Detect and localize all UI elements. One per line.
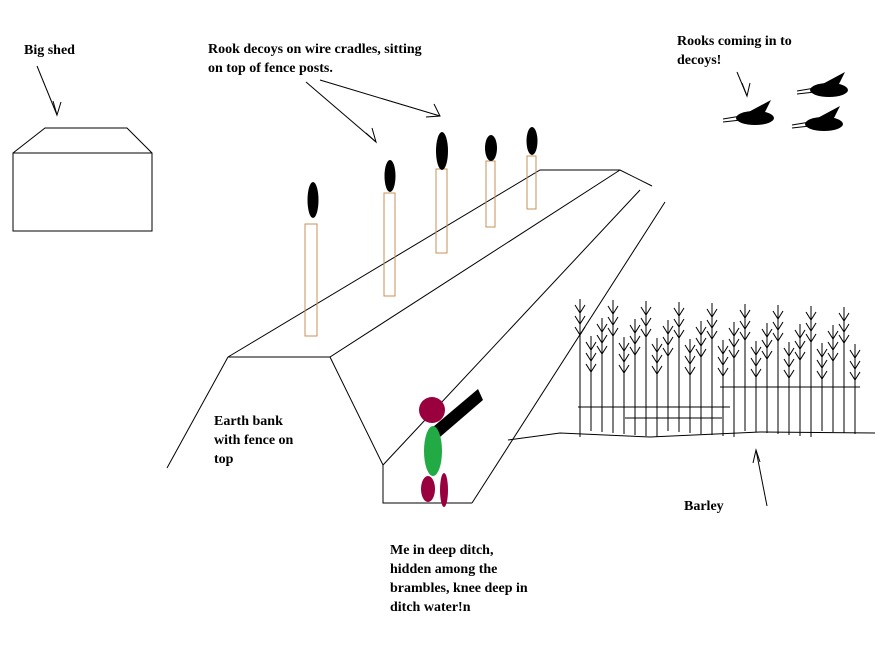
person-in-ditch bbox=[419, 389, 483, 507]
ditch-far-bank bbox=[471, 201, 666, 504]
barley-stalk-icon bbox=[673, 302, 685, 432]
fence-post-4 bbox=[485, 160, 496, 228]
barley-pointer-head bbox=[752, 448, 761, 464]
barley-stalk-icon bbox=[816, 343, 828, 431]
label-earth-bank: Earth bank with fence on top bbox=[214, 414, 294, 467]
barley-stalk-icon bbox=[596, 318, 608, 432]
barley-stalk-icon bbox=[574, 299, 586, 437]
fence-post-3 bbox=[435, 168, 448, 254]
fence-post-1 bbox=[304, 223, 318, 337]
rooks-pointer-head bbox=[741, 82, 751, 98]
fence-post-2 bbox=[383, 192, 396, 297]
rook-decoy-icon bbox=[384, 160, 396, 192]
barley-stalk-icon bbox=[794, 324, 806, 436]
barley-stalk-icon bbox=[706, 303, 718, 435]
barley-stalk-icon bbox=[805, 306, 817, 437]
shed-pointer-head bbox=[52, 100, 62, 117]
barley-stalks bbox=[574, 299, 861, 437]
bank-near-face bbox=[329, 356, 472, 504]
rook-decoy-icon bbox=[485, 135, 497, 161]
barley-stalk-icon bbox=[849, 344, 861, 434]
barley-stalk-icon bbox=[761, 323, 773, 433]
barley-stalk-icon bbox=[728, 322, 740, 437]
flying-rook-icon bbox=[791, 106, 843, 131]
barley-ground-line bbox=[507, 431, 876, 441]
barley-stalk-icon bbox=[739, 304, 751, 431]
shed-roof bbox=[12, 127, 153, 154]
flying-rooks bbox=[722, 72, 848, 131]
decoy-pointer-head-right bbox=[425, 103, 441, 118]
barley-stalk-icon bbox=[618, 337, 630, 434]
decoy-pointer-line-right bbox=[319, 79, 441, 117]
barley-stalk-icon bbox=[827, 325, 839, 432]
person-head bbox=[419, 397, 445, 423]
decoy-pointer-line-left bbox=[305, 81, 377, 143]
person-leg-left bbox=[421, 476, 435, 502]
barley-stalk-icon bbox=[651, 338, 663, 437]
barley-stalk-icon bbox=[684, 339, 696, 433]
person-body bbox=[424, 426, 442, 476]
barley-stalk-icon bbox=[629, 319, 641, 435]
flying-rook-icon bbox=[796, 72, 848, 97]
label-rook-decoys: Rook decoys on wire cradles, sitting on … bbox=[208, 42, 422, 76]
flying-rook-icon bbox=[722, 100, 774, 125]
label-barley: Barley bbox=[684, 499, 724, 514]
barley-stalk-icon bbox=[695, 321, 707, 434]
barley-stalk-icon bbox=[662, 320, 674, 431]
person-leg-right bbox=[440, 473, 448, 507]
bank-left-slope bbox=[166, 356, 229, 469]
barley-stalk-icon bbox=[640, 301, 652, 436]
barley-stalk-icon bbox=[838, 307, 850, 433]
barley-stalk-icon bbox=[585, 336, 597, 431]
decoy-pointer-head-left bbox=[365, 127, 377, 144]
barley-stalk-icon bbox=[717, 340, 729, 436]
barley-pointer-line bbox=[755, 449, 768, 507]
rook-decoy-icon bbox=[436, 132, 448, 170]
barley-stalk-icon bbox=[772, 305, 784, 434]
label-rooks-coming: Rooks coming in to decoys! bbox=[677, 34, 792, 68]
label-me-in-ditch: Me in deep ditch, hidden among the bramb… bbox=[390, 543, 528, 615]
shed-body bbox=[12, 152, 153, 232]
label-big-shed: Big shed bbox=[24, 43, 75, 58]
barley-stalk-icon bbox=[750, 341, 762, 432]
rook-decoys bbox=[307, 127, 538, 218]
gun-icon bbox=[433, 389, 483, 437]
barley-stalk-icon bbox=[783, 342, 795, 435]
fence-post-5 bbox=[526, 155, 537, 210]
ditch-inner-edge bbox=[382, 189, 641, 466]
shed bbox=[12, 127, 153, 232]
rook-decoy-icon bbox=[307, 182, 319, 218]
shed-pointer-line bbox=[36, 65, 58, 116]
barley-stalk-icon bbox=[607, 300, 619, 433]
rook-decoy-icon bbox=[526, 127, 538, 155]
bank-top-far-edge bbox=[227, 169, 653, 358]
bank-top-near-edge bbox=[228, 169, 621, 358]
barley-field bbox=[507, 299, 876, 441]
